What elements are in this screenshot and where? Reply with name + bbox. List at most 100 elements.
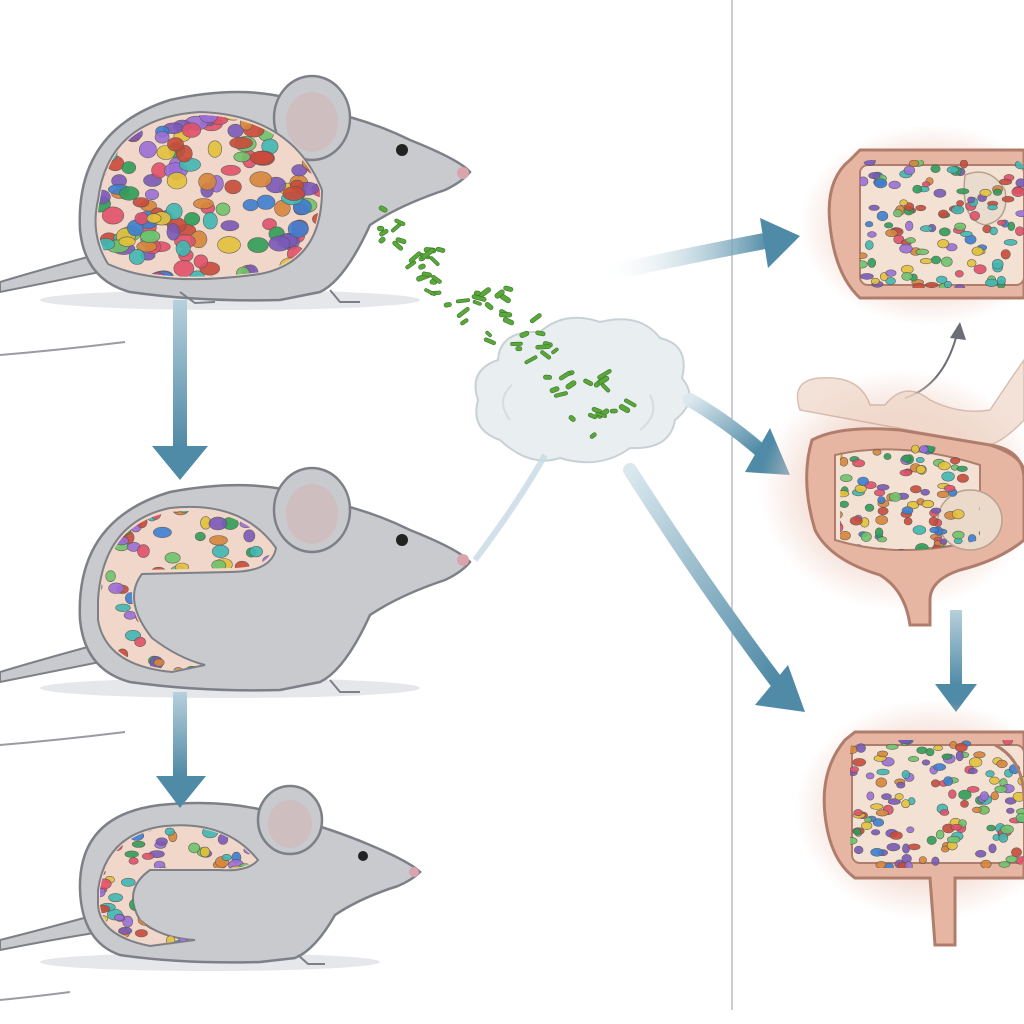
microbe-cell [930,507,942,514]
bacterium [472,299,482,306]
transfer-streak [472,453,548,562]
bacterium [471,294,487,302]
microbe-cell [262,218,277,231]
microbe-cell [242,199,259,212]
gut-section-1 [800,125,1024,325]
microbe-cell [985,770,995,778]
microbe-cell [184,212,201,226]
microbe-cell [888,180,901,189]
microbe-cell [898,740,912,745]
bacterium [443,302,452,308]
microbe-cell [872,818,885,827]
microbe-cell [154,131,170,144]
microbe-cell [921,499,935,509]
bacterium [549,386,560,394]
mouse-3 [0,784,422,965]
microbe-cell [876,768,890,776]
microbe-cell [860,531,872,542]
microbe-cell [901,770,911,779]
microbe-cell [931,856,940,866]
bacterium [618,404,631,414]
microbe-cell [925,748,935,757]
microbe-cell [973,751,986,759]
microbe-cell [1006,807,1015,814]
microbe-cell [167,137,184,152]
microbe-cell [954,222,967,231]
microbe-cell [956,200,964,207]
microbe-cell [1015,813,1024,823]
microbe-cell [936,490,950,499]
microbe-cell [912,525,927,535]
microbe-cell [988,843,997,854]
microbe-cell [852,459,865,468]
mouse-paw [179,291,216,305]
mouse-ear-inner [286,92,338,152]
microbe-cell [994,785,1008,793]
microbe-cell [134,929,148,938]
microbe-cell [868,204,880,211]
microbe-cell [146,213,162,224]
bacterium [394,218,406,227]
microbe-cell [989,226,998,236]
microbe-cell [946,166,959,174]
microbe-cell [903,165,916,176]
microbe-cell [132,197,150,208]
microbe-cell [975,849,987,858]
mouse-ear-inner [286,484,338,544]
bacterium [524,355,538,365]
microbe-cell [876,210,889,222]
bacterium [519,330,530,338]
microbe-cell [249,150,274,165]
microbe-cell [933,188,947,198]
microbe-cell [918,856,927,864]
microbe-cell [188,842,201,854]
microbe-cell [876,484,890,491]
microbe-cell [124,850,139,858]
microbe-cell [911,444,920,454]
microbe-cell [1015,178,1024,188]
microbe-cell [875,515,889,525]
bacterium [535,330,546,337]
bacterium [553,391,568,398]
microbe-cell [937,461,951,471]
microbe-cell [256,194,276,210]
microbe-cell [1015,210,1024,217]
microbe-cell [1012,791,1024,802]
motion-line [0,341,126,356]
microbe-cell [287,220,309,238]
microbe-cell [166,172,188,190]
microbe-cell [971,246,984,256]
microbe-cell [861,821,873,830]
bacterium [377,225,385,232]
microbe-cell [100,511,112,517]
mouse-2 [0,466,472,693]
microbe-cell [912,282,925,288]
bacterium [551,347,559,355]
bacterium [558,371,571,381]
microbe-cell [840,451,843,461]
microbe-cell [868,172,881,180]
mouse-ear-inner [268,800,312,848]
microbe-cell [860,273,874,280]
microbe-cell [899,469,913,477]
mouse-ear [272,466,352,554]
bacteria-icon [377,205,637,439]
mouse-eye [396,144,408,156]
microbe-cell [936,275,948,284]
microbe-cell [876,536,887,543]
bacterium [395,237,407,244]
microbe-cell [866,791,875,801]
microbe-cell [955,750,964,762]
microbe-cell [101,206,125,225]
microbe-cell [941,753,953,760]
microbe-cell [912,184,923,194]
microbe-cell [164,552,181,564]
microbe-cell [980,859,992,868]
mouse-eye [396,534,408,546]
mouse-paw [329,679,360,693]
microbe-cell [901,506,914,515]
bacterium [455,298,471,304]
bacterium [435,246,446,253]
